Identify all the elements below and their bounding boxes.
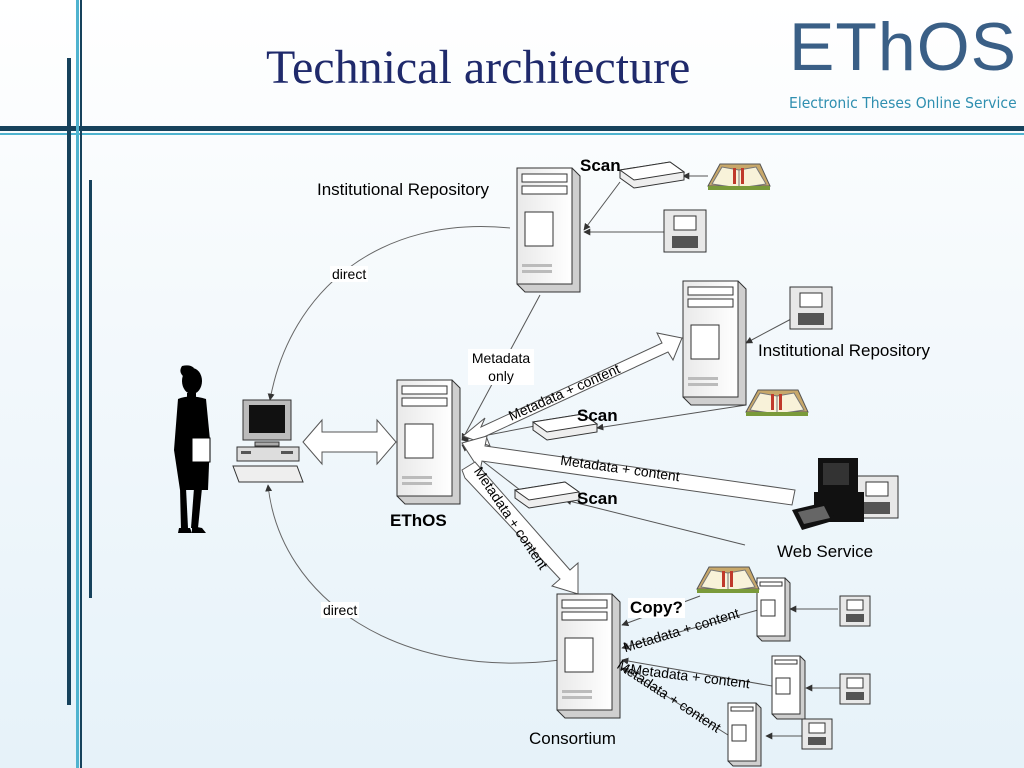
book-icon [696,566,760,593]
floppy-disk-icon [789,286,833,330]
institutional-repository-label-2: Institutional Repository [758,341,930,360]
server-consortium [556,593,621,719]
consortium-label: Consortium [529,729,616,748]
arrow-webservice-to-scan3 [564,498,746,546]
server-institutional-repository-1 [516,167,581,293]
ethos-logo: EThOS [789,9,1017,85]
arrow-member-a-to-consortium [621,609,759,650]
page-title: Technical architecture [266,41,691,94]
direct-label-1: direct [330,266,369,282]
scanner-icon [531,413,599,441]
server-consortium-member-c [727,702,762,767]
user-silhouette-icon [174,365,211,533]
web-service-label: Web Service [777,542,874,561]
book-icon [745,389,809,416]
logo-subtitle: Electronic Theses Online Service [789,94,1017,112]
arrow-ir2-to-ethos [462,332,683,447]
floppy-disk-icon [663,209,707,253]
server-consortium-member-b [771,655,806,720]
ethos-label: EThOS [390,511,447,530]
scan-label-3: Scan [577,489,618,508]
floppy-disk-icon [839,595,871,627]
scan-label-2: Scan [577,406,618,425]
scan-label-1: Scan [580,156,621,175]
metadata-only-label: Metadata only [468,349,534,385]
direct-connector-bottom [265,484,561,664]
arrow-member-b-to-consortium [621,657,773,687]
arrow-scan1-to-ir1 [583,181,621,231]
arrow-member-c-to-consortium [621,667,729,736]
web-service-computer-icon [792,458,864,530]
user-computer-icon [232,399,304,483]
arrow-ethos-user-bidirectional [302,418,397,466]
floppy-disk-icon [801,718,833,750]
book-icon [707,163,771,190]
floppy-disk-icon [839,673,871,705]
scanner-icon [618,161,686,189]
server-consortium-member-a [756,577,791,642]
arrow-disk-to-ir2 [745,317,794,344]
server-ethos [396,379,461,505]
institutional-repository-label-1: Institutional Repository [317,180,489,199]
server-institutional-repository-2 [682,280,747,406]
scanner-icon [513,481,581,509]
direct-label-2: direct [321,602,360,618]
arrow-book2-to-scan2 [596,404,747,431]
copy-label: Copy? [628,598,685,618]
floppy-disk-icon [855,475,899,519]
